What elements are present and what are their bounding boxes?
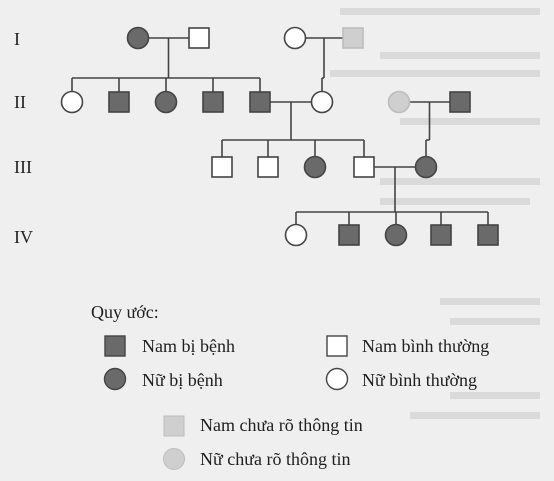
individual-I-2-normal-male [188,27,210,49]
legend-affected-female-label: Nữ bị bệnh [142,370,223,390]
individual-II-3-affected-female [154,90,178,114]
generation-label-II: II [14,92,26,112]
individual-IV-2-affected-male [338,224,360,246]
legend-unknown-male-symbol [163,415,185,437]
generation-label-III: III [14,157,32,177]
individual-III-3-affected-female [303,155,327,179]
individual-II-8-affected-male [449,91,471,113]
generation-label-IV: IV [14,227,33,247]
pedigree-individuals [60,26,499,247]
legend-title: Quy ước: [91,302,159,322]
legend-unknown-male-label: Nam chưa rõ thông tin [200,415,363,435]
individual-IV-4-affected-male [430,224,452,246]
individual-III-5-affected-female [414,155,438,179]
generation-label-I: I [14,29,20,49]
individual-IV-3-affected-female [384,223,408,247]
individual-II-5-affected-male [249,91,271,113]
legend-normal-male-label: Nam bình thường [362,336,489,356]
legend: Quy ước: Nam bị bệnh Nam bình thường Nữ … [91,302,489,470]
individual-III-1-normal-male [211,156,233,178]
legend-unknown-female-symbol [163,448,185,470]
generation-labels: I II III IV [14,29,33,247]
individual-I-4-unknown-male [342,27,364,49]
individual-III-4-normal-male [353,156,375,178]
legend-unknown-female-label: Nữ chưa rõ thông tin [200,449,351,469]
individual-I-3-normal-female [283,26,307,50]
individual-II-4-affected-male [202,91,224,113]
individual-II-2-affected-male [108,91,130,113]
legend-normal-female-symbol [325,367,349,391]
individual-II-6-normal-female [310,90,334,114]
individual-IV-1-normal-female [284,223,308,247]
legend-affected-male-symbol [104,335,126,357]
legend-affected-male-label: Nam bị bệnh [142,336,235,356]
legend-normal-male-symbol [326,335,348,357]
individual-III-2-normal-male [257,156,279,178]
legend-affected-female-symbol [103,367,127,391]
individual-II-1-normal-female [60,90,84,114]
individual-I-1-affected-female [126,26,150,50]
individual-II-7-unknown-female [387,90,411,114]
individual-IV-5-affected-male [477,224,499,246]
pedigree-lines [71,37,489,225]
legend-normal-female-label: Nữ bình thường [362,370,477,390]
